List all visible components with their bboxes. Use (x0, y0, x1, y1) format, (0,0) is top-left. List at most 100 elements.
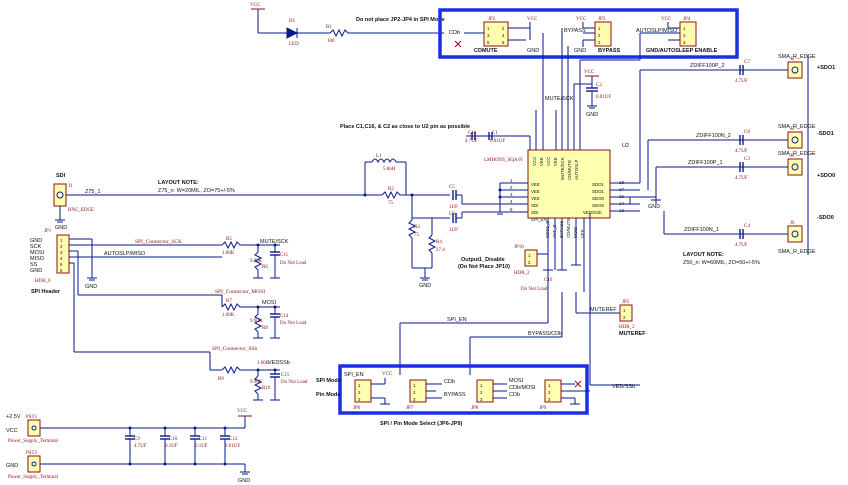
jp9-jumper: 123 (544, 379, 590, 405)
sdo0-p-net: ZDIFF100P_1 (688, 160, 723, 166)
c8-ref: C8 (744, 130, 750, 135)
svg-text:5: 5 (60, 262, 63, 267)
svg-text:CD/MUTE: CD/MUTE (567, 160, 572, 180)
jp6-vcc: VCC (382, 372, 393, 377)
c10-ref: C10 (169, 437, 178, 442)
svg-text:CD/MUTE: CD/MUTE (566, 218, 571, 238)
jp5-label: MUTEREF (619, 331, 646, 337)
cap-note: Place C1,C16, & C2 as close to U2 pin as… (340, 124, 470, 130)
sma-j3 (760, 131, 803, 149)
sma-label-2: SMA_R_EDGE (778, 124, 816, 130)
jp8-cdb: CDb (509, 392, 520, 398)
c9-value: 4.7UF (134, 444, 147, 449)
autoslp-miso-net: AUTOSLP/MISO (104, 251, 146, 257)
svg-text:5: 5 (510, 207, 513, 212)
sma-label-4: SMA_R_EDGE (778, 249, 816, 255)
jp6-spi-en: SPI_EN (344, 372, 364, 378)
u2-right-gnd: GND (648, 204, 660, 210)
c1-ref: C1 (492, 131, 498, 136)
c11b-value: 0.1UF (195, 444, 208, 449)
r10-value: 9.90K (250, 380, 263, 385)
jumper-highlight-top (438, 8, 739, 59)
svg-text:2: 2 (598, 33, 601, 38)
sdi-label: SDI (56, 173, 66, 179)
jp3-gnd: GND (574, 48, 586, 54)
jp3-ref: JP3 (598, 17, 606, 22)
jp3-bypass: BYPASS (564, 28, 586, 34)
svg-text:1: 1 (683, 26, 686, 31)
r3-value: 75 (414, 233, 420, 238)
svg-text:1: 1 (548, 383, 551, 388)
c3-ref: C3 (744, 157, 750, 162)
svg-text:1: 1 (358, 383, 361, 388)
spi-conn-mosi: SPI_Connector_MOSI (215, 289, 265, 295)
j3-ref: J3 (790, 127, 795, 132)
jp1-hdr6: HDR_6 (35, 279, 51, 284)
r8-ref: R8 (262, 326, 268, 331)
c15-ref: C15 (281, 373, 290, 378)
sdo1-pos-label: +SDO1 (817, 65, 835, 71)
vedssb-net: VEDSSb (268, 360, 290, 366)
svg-text:6: 6 (60, 268, 63, 273)
sdo0-n-net: ZDIFF100N_1 (684, 227, 719, 233)
svg-text:SDO0: SDO0 (592, 196, 605, 201)
r4-ref: R4 (436, 240, 442, 245)
svg-text:AUTOSLP: AUTOSLP (574, 160, 579, 180)
c14-ref: C14 (280, 314, 289, 319)
svg-text:1: 1 (510, 178, 513, 183)
u2-chip (527, 149, 611, 219)
c14-dnl: Do Not Load (280, 321, 307, 326)
mode-select-label: SPI / Pin Mode Select (JP6-JP9) (380, 421, 462, 427)
r5-ref: R5 (226, 237, 232, 242)
u2-bottom-pins: SDO1_S AVT_S BYPASS CD/MUTE MOSI VEE (545, 218, 585, 238)
z75-net: Z75_1 (85, 189, 101, 195)
u2-part: LMH0395_SQA/N (484, 158, 523, 163)
sdo1-n-net: ZDIFF100N_2 (696, 133, 731, 139)
sma-j6 (760, 225, 803, 243)
svg-text:3: 3 (487, 33, 490, 38)
gnd-label: GND (6, 463, 18, 469)
jp2-ref: JP2 (488, 17, 496, 22)
c11-ref: C11 (280, 253, 289, 258)
svg-text:2: 2 (502, 26, 505, 31)
vcc-label: VCC (6, 428, 18, 434)
r9-ref: R9 (218, 377, 224, 382)
svg-text:1: 1 (487, 26, 490, 31)
svg-text:2: 2 (413, 390, 416, 395)
jp1-ref: JP1 (44, 229, 52, 234)
jp2-vcc: VCC (527, 17, 538, 22)
jp10-header (524, 249, 538, 267)
svg-text:VEE: VEE (531, 196, 540, 201)
svg-text:VEE: VEE (580, 229, 585, 238)
c10-value: 0.1UF (165, 444, 178, 449)
r1-ref: R1 (326, 25, 332, 30)
vcc-led-power (251, 8, 287, 34)
l1-ref: L1 (376, 154, 382, 159)
c5-value: 1UF (449, 205, 458, 210)
u2-top-vcc: VCC (584, 70, 595, 75)
u2-left-pins: VEE VEE VEE SDI SDI SPI_EN (531, 182, 547, 222)
led-vcc-label: VCC (250, 3, 261, 8)
r7-value: 1.00K (222, 313, 235, 318)
jp-note: Do not place JP2-JP4 in SPI Mode (356, 17, 445, 23)
c4-value: 4.7UF (735, 243, 748, 248)
j2-ref: J2 (790, 57, 795, 62)
svg-text:1: 1 (598, 26, 601, 31)
jp6-ref: JP6 (353, 406, 361, 411)
svg-text:3: 3 (358, 397, 361, 402)
svg-text:5: 5 (487, 40, 490, 45)
spi-mode-label: SPI Mode (316, 378, 341, 384)
jp7-cdb: CDb (444, 379, 455, 385)
r7-ref: R7 (226, 299, 232, 304)
j1-ref: J1 (68, 184, 73, 189)
layout2-body: Z50_n: W=60MIL, ZO=50+/-5% (683, 260, 760, 266)
svg-text:1: 1 (528, 253, 531, 258)
svg-text:3: 3 (598, 40, 601, 45)
sdo1-p-net: ZDIFF100P_2 (690, 63, 725, 69)
c2-value: 0.01UF (596, 95, 611, 100)
jp4-autoslp: AUTOSLP/MISO (636, 28, 678, 34)
sma-label-3: SMA_R_EDGE (778, 151, 816, 157)
jp7-bypass: BYPASS (444, 392, 466, 398)
